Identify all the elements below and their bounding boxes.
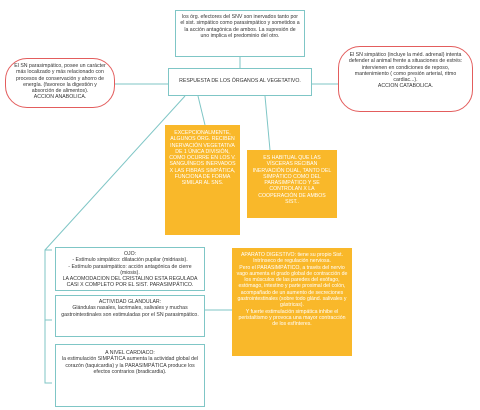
line-center-bracket bbox=[44, 95, 186, 251]
node-eye: OJO: - Estímulo simpático: dilatación pu… bbox=[55, 247, 205, 291]
line-center-note-right bbox=[264, 95, 271, 151]
node-top: los órg. efectores del SNV son inervados… bbox=[175, 10, 305, 57]
node-cardiac: A NIVEL CARDIACO: la estimulación SIMPÁT… bbox=[55, 344, 205, 407]
note-exception: EXCEPCIONALMENTE, ALGUNOS ÓRG. RECIBEN I… bbox=[165, 125, 240, 235]
note-dual-innervation: ES HABITUAL QUE LAS VÍSCERAS RECIBAN INE… bbox=[247, 150, 337, 218]
bracket-line bbox=[44, 249, 52, 384]
node-center: RESPUESTA DE LOS ÓRGANOS AL VEGETATIVO. bbox=[168, 68, 312, 96]
line-center-note-left bbox=[197, 95, 206, 126]
node-sympathetic: El SN simpático (incluye la méd. adrenal… bbox=[338, 46, 473, 112]
note-digestive: APARATO DIGESTIVO: tiene su propio Sist.… bbox=[232, 248, 352, 356]
node-parasympathetic: El SN parasimpático, posee un carácter m… bbox=[5, 58, 115, 108]
node-glands: ACTIVIDAD GLANDULAR: Glándulas nasales, … bbox=[55, 295, 205, 337]
